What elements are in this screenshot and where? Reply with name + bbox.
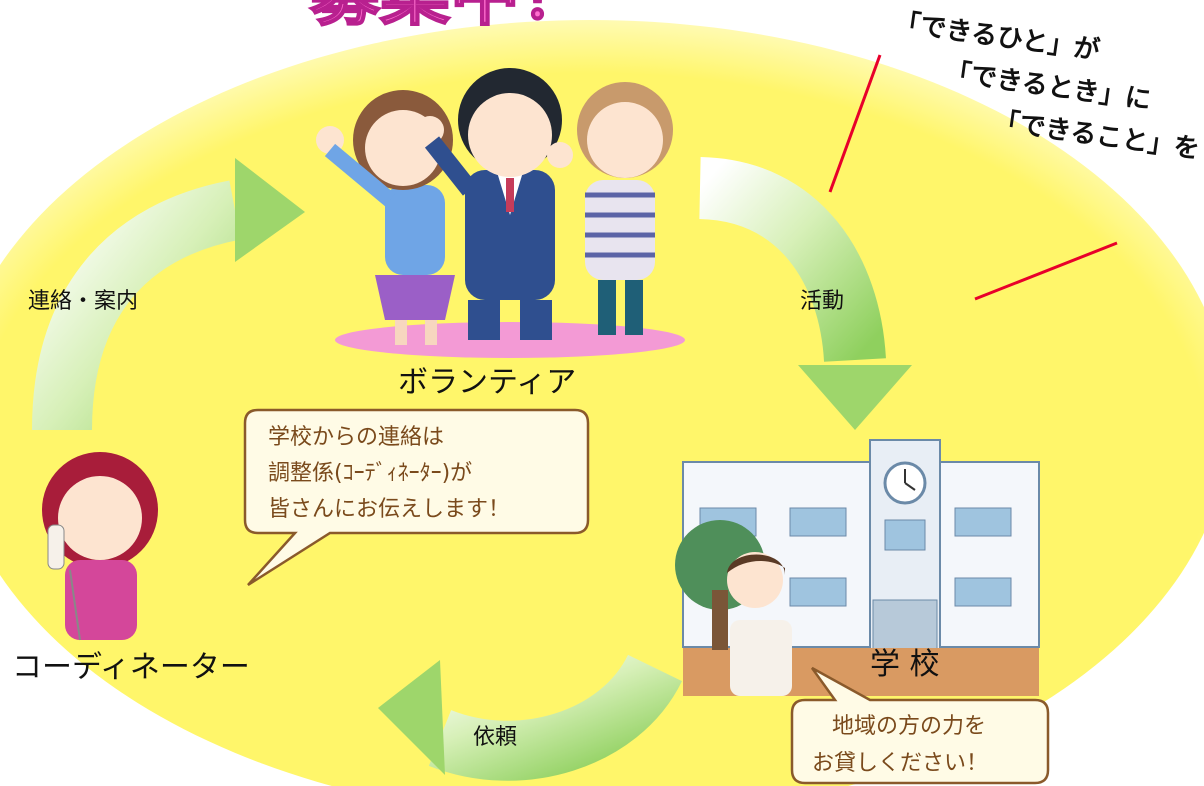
request-arrow — [378, 653, 682, 781]
coordinator-speech-bubble: 学校からの連絡は 調整係(ｺｰﾃﾞｨﾈｰﾀｰ)が 皆さんにお伝えします！ — [243, 408, 590, 587]
volunteers-illustration — [316, 68, 685, 358]
activity-arrow — [698, 157, 912, 430]
school-illustration — [675, 439, 1040, 696]
slogan-line-1: 「できるひと」が — [893, 7, 1102, 66]
school-label: 学 校 — [870, 647, 940, 682]
school-speech-bubble: 地域の方の力を お貸しください！ — [790, 666, 1050, 785]
accent-line-upper — [828, 54, 882, 193]
accent-line-lower — [974, 241, 1118, 301]
coordinator-illustration — [42, 452, 158, 641]
coordinator-bubble-line-2: 調整係(ｺｰﾃﾞｨﾈｰﾀｰ)が — [268, 461, 472, 486]
coordinator-bubble-line-1: 学校からの連絡は — [268, 425, 444, 450]
contact-arrow-label: 連絡・案内 — [28, 289, 138, 314]
school-bubble-line-1: 地域の方の力を — [832, 714, 986, 739]
coordinator-bubble-line-3: 皆さんにお伝えします！ — [268, 497, 510, 522]
volunteer-label: ボランティア — [398, 365, 576, 400]
activity-arrow-label: 活動 — [800, 289, 844, 314]
phone-icon — [47, 524, 65, 570]
coordinator-label: コーディネーター — [12, 650, 250, 685]
school-bubble-line-2: お貸しください！ — [812, 751, 988, 776]
contact-arrow — [32, 158, 305, 431]
request-arrow-label: 依頼 — [473, 725, 517, 750]
page-title: 募集中！ — [309, 0, 590, 35]
